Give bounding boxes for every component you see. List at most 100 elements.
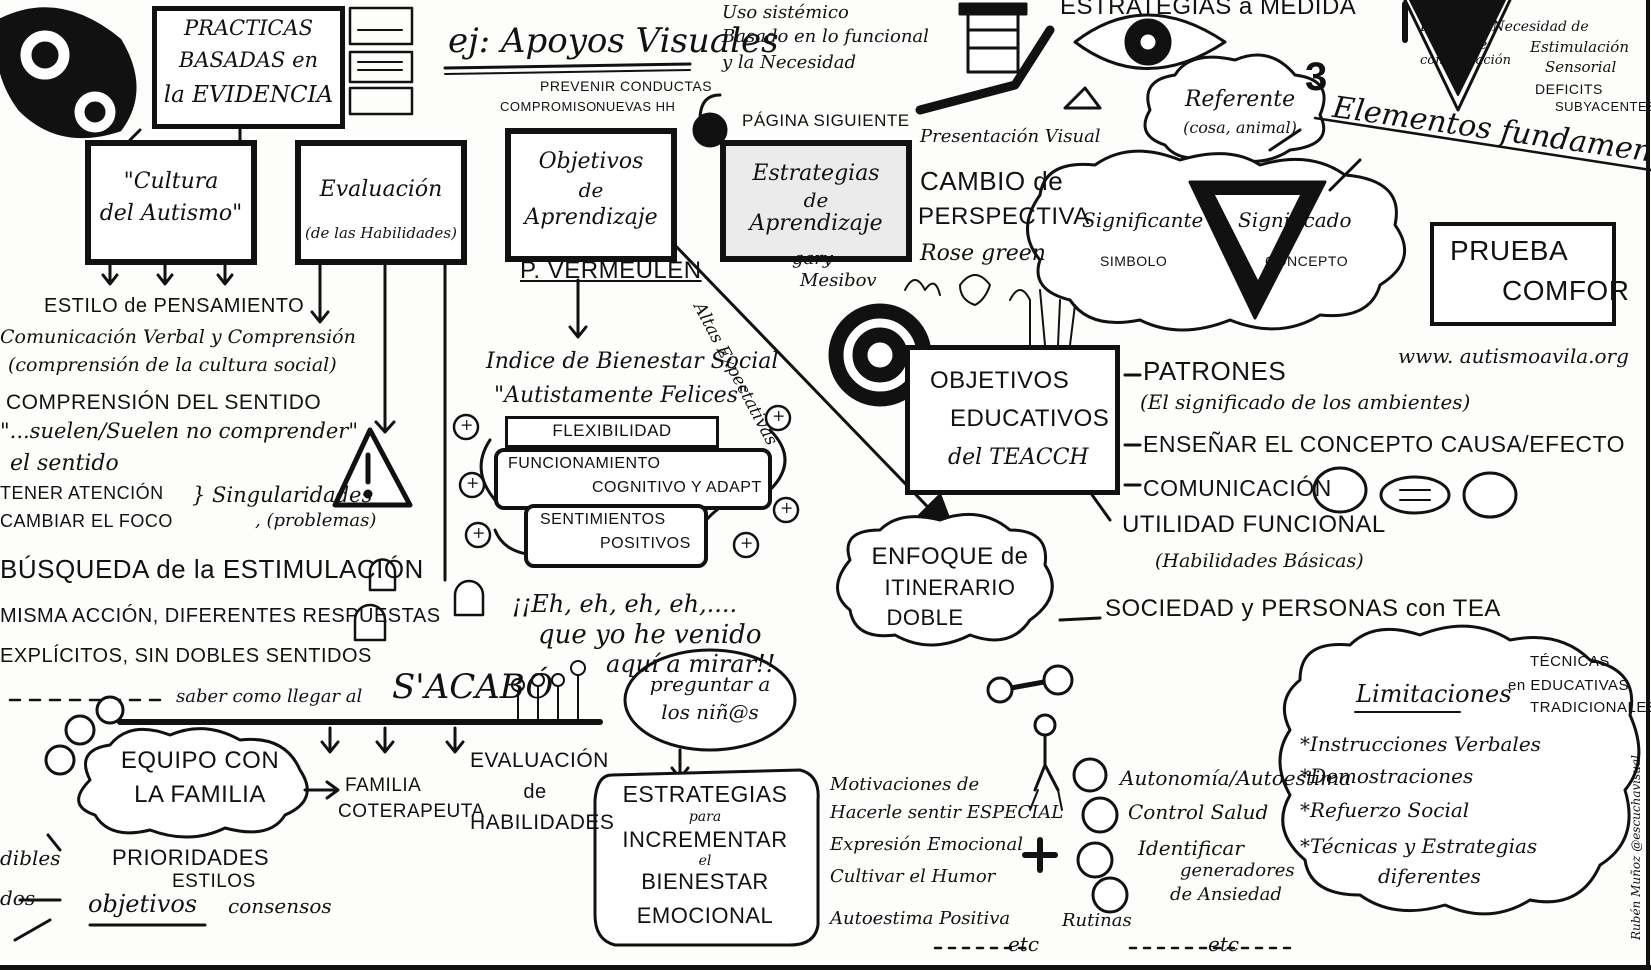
control-salud: Control Salud bbox=[1128, 800, 1269, 824]
cultura-line2: del Autismo" bbox=[99, 201, 243, 226]
preguntar-line2: los niñ@s bbox=[661, 700, 759, 724]
rutinas: Rutinas bbox=[1062, 910, 1132, 931]
dos: dos bbox=[0, 886, 36, 910]
motivaciones-line1: Motivaciones de bbox=[830, 774, 980, 795]
tener-atencion: TENER ATENCIÓN bbox=[0, 483, 164, 503]
p-vermeulen: P. VERMEULEN bbox=[520, 257, 702, 284]
lim-item-1: *Instrucciones Verbales bbox=[1300, 732, 1541, 756]
significado-ambientes: (El significado de los ambientes) bbox=[1140, 390, 1471, 414]
objetivos-educativos-box: OBJETIVOS EDUCATIVOS del TEACCH bbox=[905, 345, 1120, 495]
apoyos-visuales: ej: Apoyos Visuales bbox=[448, 21, 779, 61]
estilos: ESTILOS bbox=[172, 871, 256, 892]
cambiar-foco: CAMBIAR EL FOCO bbox=[0, 511, 173, 531]
practicas-line1: PRACTICAS bbox=[183, 16, 314, 40]
sentimientos-box: SENTIMIENTOS POSITIVOS bbox=[524, 504, 708, 568]
tres: 3 bbox=[1305, 55, 1328, 99]
familia-line2: COTERAPEUTA bbox=[338, 801, 485, 822]
gary-line2: Mesibov bbox=[800, 270, 877, 291]
practicas-box: PRACTICAS BASADAS en la EVIDENCIA bbox=[152, 6, 345, 129]
evalhab-line1: EVALUACIÓN bbox=[470, 749, 609, 772]
tecnicas-line1: TÉCNICAS bbox=[1530, 653, 1610, 670]
significante: Significante bbox=[1082, 208, 1204, 232]
lim-item-2: *Demostraciones bbox=[1300, 764, 1474, 788]
patrones: PATRONES bbox=[1143, 356, 1287, 386]
incr-line3: INCREMENTAR bbox=[622, 827, 788, 852]
prueba-comfor-box: PRUEBA COMFOR bbox=[1430, 222, 1629, 326]
el-sentido: el sentido bbox=[10, 451, 119, 476]
cambio-line1: CAMBIO de bbox=[920, 166, 1064, 196]
de-ansiedad: de Ansiedad bbox=[1170, 884, 1282, 905]
habilidades-basicas: (Habilidades Básicas) bbox=[1155, 550, 1364, 572]
plus-5: + bbox=[780, 498, 794, 517]
funcionamiento-line2: COGNITIVO Y ADAPT bbox=[592, 479, 762, 496]
incr-line1: ESTRATEGIAS bbox=[622, 781, 788, 807]
practicas-line3: la EVIDENCIA bbox=[163, 82, 334, 108]
misma-accion: MISMA ACCIÓN, DIFERENTES RESPUESTAS bbox=[0, 605, 441, 627]
generadores: generadores bbox=[1180, 860, 1295, 881]
estrategias-line3: Aprendizaje bbox=[749, 211, 883, 236]
equipo-line2: LA FAMILIA bbox=[134, 781, 266, 808]
flexibilidad-box: FLEXIBILIDAD bbox=[505, 416, 719, 448]
estilo-pensamiento: ESTILO de PENSAMIENTO bbox=[44, 295, 305, 317]
cultura-box: "Cultura del Autismo" bbox=[85, 140, 257, 265]
estrategias-line2: de bbox=[803, 188, 829, 212]
problema-line3: comunicación bbox=[1420, 53, 1512, 68]
eh-eh: ¡¡Eh, eh, eh, eh,.... bbox=[512, 590, 738, 618]
autonomia: Autonomía/Autoestima bbox=[1120, 766, 1352, 790]
evaluacion-box: Evaluación (de las Habilidades) bbox=[295, 140, 467, 265]
plus-4: + bbox=[772, 406, 786, 425]
prioridades: PRIORIDADES bbox=[112, 845, 270, 870]
funcionamiento-line1: FUNCIONAMIENTO bbox=[508, 455, 661, 472]
familia-line1: FAMILIA bbox=[345, 775, 422, 796]
estrategias-medida: ESTRATEGIAS a MEDIDA bbox=[1060, 0, 1357, 20]
equipo-line1: EQUIPO CON bbox=[120, 747, 280, 774]
problema-line2: de bbox=[1470, 37, 1488, 53]
incr-line5: BIENESTAR bbox=[641, 869, 769, 894]
referente-line2: (cosa, animal) bbox=[1183, 118, 1297, 137]
comprension-sentido: COMPRENSIÓN DEL SENTIDO bbox=[6, 391, 322, 414]
enfoque-line3: DOBLE bbox=[886, 605, 964, 630]
uso-line2: Basado en lo funcional bbox=[722, 26, 929, 47]
signature: Rubén Muñoz @escuchavisual bbox=[1629, 754, 1643, 940]
pagina-siguiente: PÁGINA SIGUIENTE bbox=[742, 111, 910, 130]
educativos-line1: OBJETIVOS bbox=[930, 367, 1070, 394]
identificar: Identificar bbox=[1138, 836, 1244, 860]
gary-line1: gary bbox=[792, 248, 834, 269]
evaluacion-line2: (de las Habilidades) bbox=[305, 224, 457, 242]
lim-item-4: *Técnicas y Estrategias bbox=[1300, 834, 1538, 858]
incr-line4: el bbox=[698, 853, 712, 869]
prevenir-conductas: PREVENIR CONDUCTAS bbox=[540, 78, 713, 94]
plus-6: + bbox=[740, 533, 754, 552]
sociedad-personas: SOCIEDAD y PERSONAS con TEA bbox=[1105, 595, 1501, 622]
autistamente-felices: "Autistamente Felices" bbox=[494, 383, 749, 408]
problemas: , (problemas) bbox=[255, 510, 377, 531]
enfoque-line2: ITINERARIO bbox=[884, 575, 1016, 600]
concepto: CONCEPTO bbox=[1265, 253, 1349, 269]
compromiso: COMPROMISO bbox=[500, 99, 597, 114]
sacabo: S'ACABÓ bbox=[392, 667, 554, 707]
saber-como: saber como llegar al bbox=[176, 686, 363, 707]
educativos-line2: EDUCATIVOS bbox=[950, 405, 1110, 432]
rose-green: Rose green bbox=[920, 241, 1046, 266]
plus-3: + bbox=[472, 523, 486, 542]
etc-1: etc bbox=[1008, 932, 1040, 956]
objetivos-line1: Objetivos bbox=[538, 149, 644, 174]
consensos: consensos bbox=[228, 894, 332, 918]
estrategias-aprendizaje-box: Estrategias de Aprendizaje bbox=[720, 140, 912, 262]
web-url: www. autismoavila.org bbox=[1398, 344, 1629, 368]
plus-1: + bbox=[460, 415, 474, 434]
practicas-line2: BASADAS en bbox=[178, 48, 319, 72]
tecnicas-line3: TRADICIONALES bbox=[1530, 699, 1651, 716]
comunicacion-line2: (comprensión de la cultura social) bbox=[8, 354, 337, 376]
objetivos-bottom: objetivos bbox=[88, 890, 198, 918]
utilidad-funcional: UTILIDAD FUNCIONAL bbox=[1122, 511, 1386, 538]
comunicacion-line1: Comunicación Verbal y Comprensión bbox=[0, 326, 356, 348]
limitaciones-title: Limitaciones bbox=[1356, 680, 1512, 708]
problema-line1: Problema Necesidad de bbox=[1420, 19, 1589, 35]
prueba-line2: COMFOR bbox=[1502, 275, 1630, 306]
funcionamiento-box: FUNCIONAMIENTO COGNITIVO Y ADAPT bbox=[494, 448, 772, 510]
suelen-comprender: "...suelen/Suelen no comprender" bbox=[0, 419, 359, 443]
objetivos-aprendizaje-box: Objetivos de Aprendizaje bbox=[505, 128, 677, 262]
lim-item-5: diferentes bbox=[1378, 864, 1481, 888]
